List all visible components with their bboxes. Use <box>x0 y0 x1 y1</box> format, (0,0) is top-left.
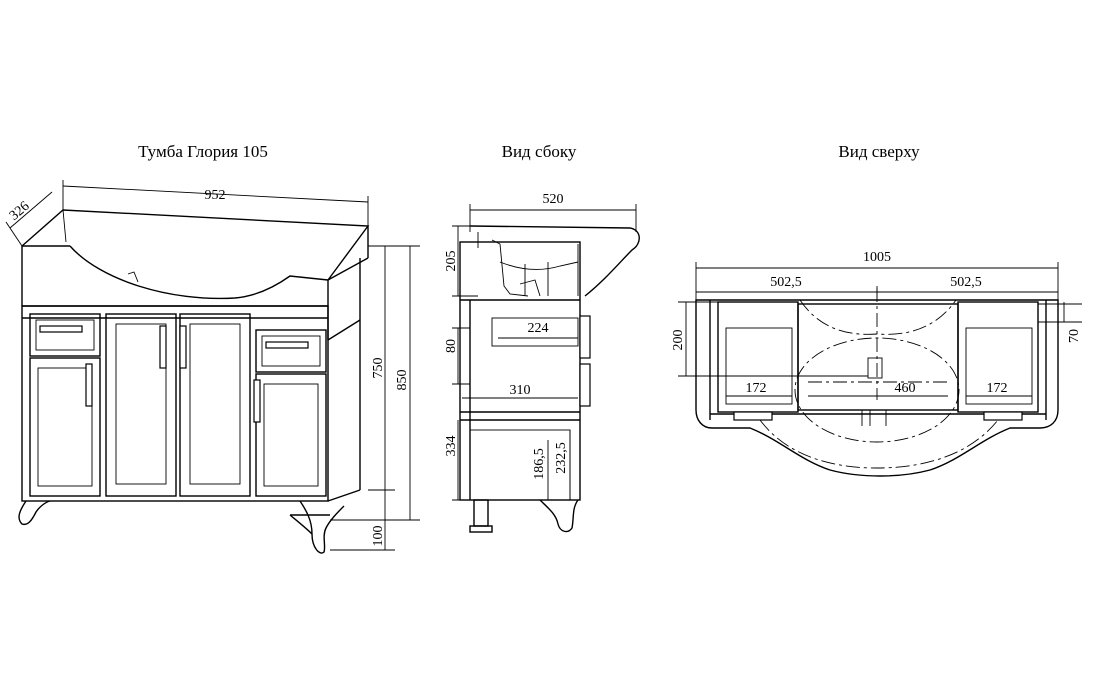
dim-depth: 326 <box>7 199 33 224</box>
front-basin <box>21 209 370 340</box>
side-dim-inner-depth: 310 <box>510 383 531 398</box>
door-handle <box>85 363 93 407</box>
side-view: 520 205 224 80 310 334 186,5 232,5 <box>444 192 640 533</box>
front-view-title: Тумба Глория 105 <box>138 142 268 161</box>
dim-total-height: 850 <box>395 370 410 391</box>
drawer-handle <box>265 341 309 349</box>
side-dim-shelf-high: 232,5 <box>554 442 569 474</box>
top-basin-outlines <box>759 288 999 469</box>
door-handle <box>179 325 187 369</box>
top-dim-half-right: 502,5 <box>950 275 982 290</box>
front-dimensions: 952 326 750 850 100 <box>5 180 420 551</box>
side-drawer-handle <box>579 315 591 359</box>
front-view: 952 326 750 850 100 <box>5 180 420 554</box>
side-view-title: Вид сбоку <box>502 142 577 161</box>
side-door-handle <box>579 363 591 407</box>
dim-width: 952 <box>205 188 226 203</box>
front-middle-doors <box>105 313 251 497</box>
side-dimensions: 520 205 224 80 310 334 186,5 232,5 <box>444 192 637 501</box>
side-basin <box>469 225 640 297</box>
top-dim-total-width: 1005 <box>863 250 891 265</box>
side-dim-depth: 520 <box>543 192 564 207</box>
top-dim-half-left: 502,5 <box>770 275 802 290</box>
top-dim-depth: 200 <box>671 330 686 351</box>
top-dim-side-right: 172 <box>987 381 1008 396</box>
front-legs <box>18 500 345 554</box>
drawer-handle <box>39 325 83 333</box>
side-dim-shelf-low: 186,5 <box>532 448 547 480</box>
front-left-section <box>29 313 101 497</box>
front-cabinet-body <box>21 258 361 502</box>
top-cabinets <box>717 301 1039 426</box>
dim-leg-height: 100 <box>371 526 386 547</box>
side-legs <box>469 499 579 533</box>
front-right-section <box>253 329 327 497</box>
top-dimensions: 1005 502,5 502,5 200 70 172 460 172 <box>671 250 1082 397</box>
door-handle <box>253 379 261 423</box>
dim-body-height: 750 <box>371 358 386 379</box>
side-dim-basin-height: 205 <box>444 251 459 272</box>
door-handle <box>159 325 167 369</box>
top-dim-center: 460 <box>895 381 916 396</box>
side-dim-drawer-width: 224 <box>528 321 549 336</box>
top-dim-offset: 70 <box>1067 329 1082 343</box>
top-dim-side-left: 172 <box>746 381 767 396</box>
side-dim-lower-height: 334 <box>444 436 459 457</box>
top-view: 1005 502,5 502,5 200 70 172 460 172 <box>671 250 1082 477</box>
top-view-title: Вид сверху <box>838 142 920 161</box>
side-dim-drawer-height: 80 <box>444 339 459 353</box>
